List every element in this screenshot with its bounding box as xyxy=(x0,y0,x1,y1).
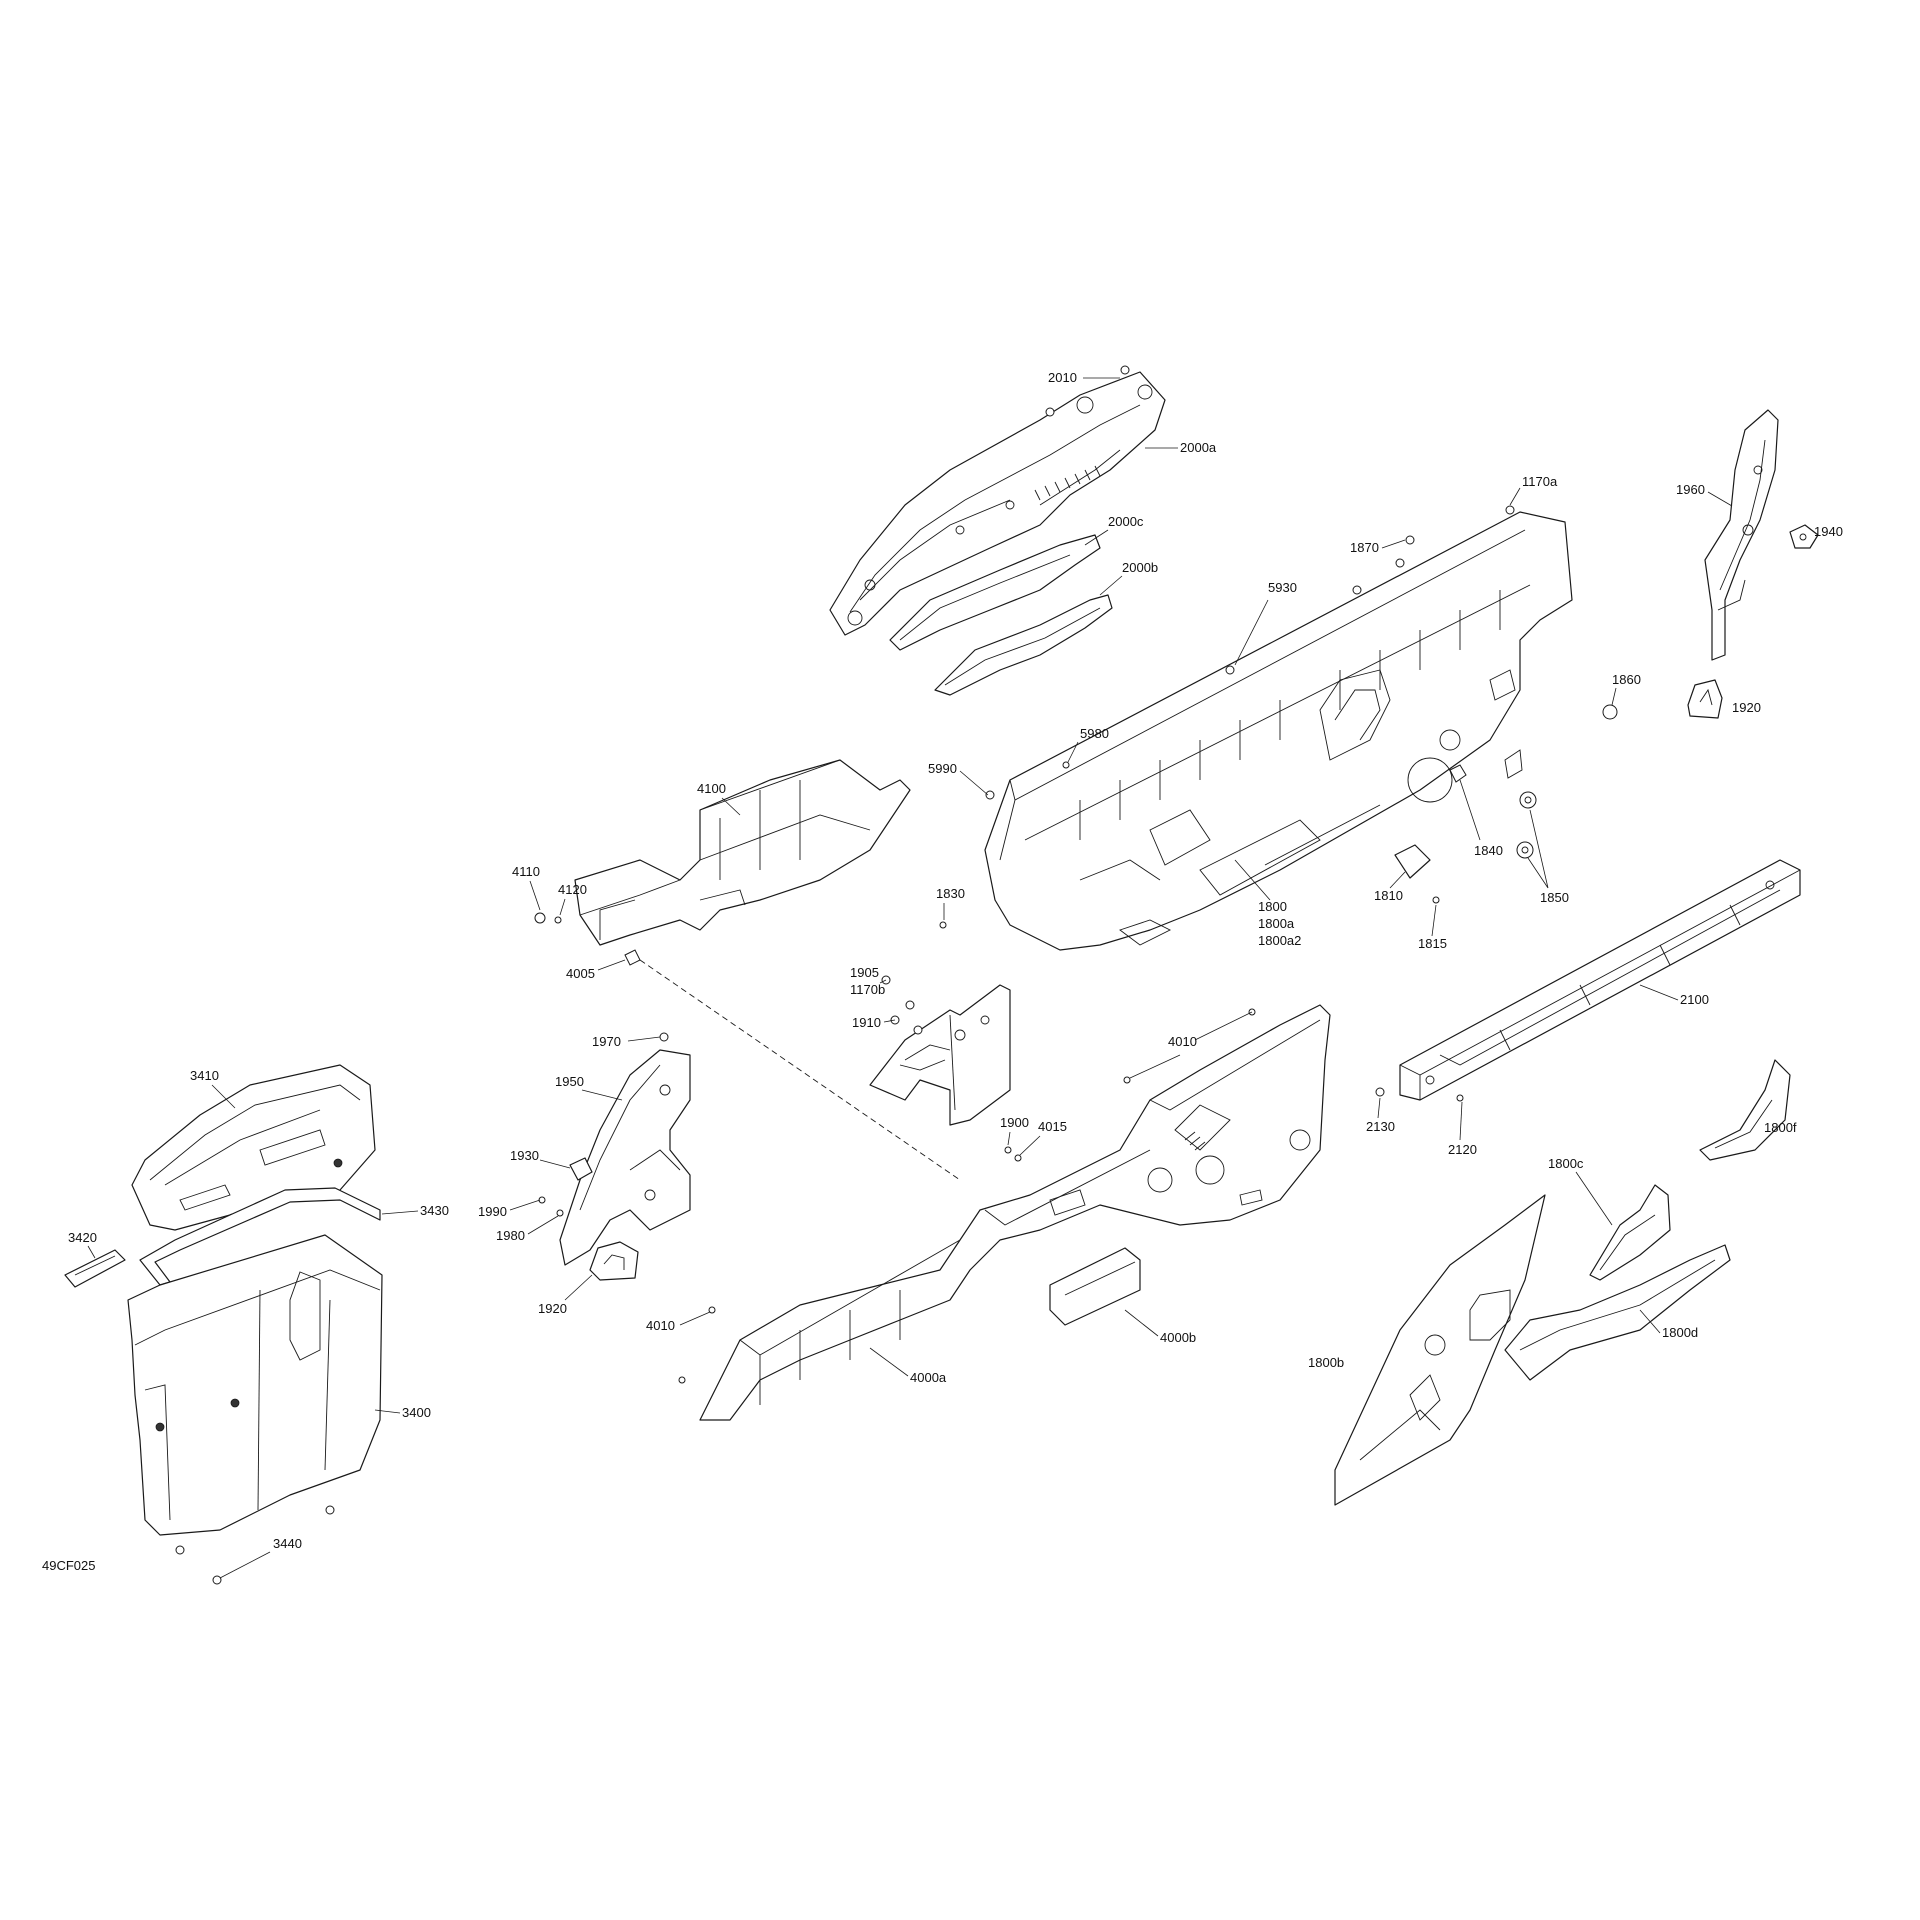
callout-1960: 1960 xyxy=(1676,482,1705,497)
part-1800-lower-bracket xyxy=(869,984,1011,1126)
assembly-line-4005 xyxy=(639,959,961,1181)
callout-1930: 1930 xyxy=(510,1148,539,1163)
part-1920-left-handle xyxy=(589,1241,639,1281)
fastener-1170a xyxy=(1505,505,1515,515)
part-1800b-panel xyxy=(1334,1194,1546,1506)
callout-3410: 3410 xyxy=(190,1068,219,1083)
part-1810 xyxy=(1394,844,1431,879)
part-1920-right-handle xyxy=(1687,679,1723,719)
callout-1810: 1810 xyxy=(1374,888,1403,903)
callout-2000b: 2000b xyxy=(1122,560,1158,575)
callout-1830: 1830 xyxy=(936,886,965,901)
part-1840 xyxy=(1449,764,1467,783)
callout-1980: 1980 xyxy=(496,1228,525,1243)
callout-1170b: 1170b xyxy=(850,982,885,997)
part-4005-clip xyxy=(624,949,641,966)
fastener-1905-1910 xyxy=(881,975,923,1035)
callout-1970: 1970 xyxy=(592,1034,621,1049)
callout-2130: 2130 xyxy=(1366,1119,1395,1134)
callout-3440: 3440 xyxy=(273,1536,302,1551)
part-2000b-gasket xyxy=(934,594,1113,696)
callout-3420: 3420 xyxy=(68,1230,97,1245)
fastener-5990 xyxy=(985,790,995,800)
callout-5990: 5990 xyxy=(928,761,957,776)
callout-1850: 1850 xyxy=(1540,890,1569,905)
callout-1800b: 1800b xyxy=(1308,1355,1344,1370)
callout-1920-left: 1920 xyxy=(538,1301,567,1316)
callout-1815: 1815 xyxy=(1418,936,1447,951)
part-1950-pillar xyxy=(559,1049,691,1266)
part-2000c-gasket xyxy=(889,534,1101,651)
callout-1990: 1990 xyxy=(478,1204,507,1219)
part-4100-duct xyxy=(574,759,911,946)
part-3420-handle xyxy=(64,1249,126,1288)
callout-2000c: 2000c xyxy=(1108,514,1144,529)
callout-4100: 4100 xyxy=(697,781,726,796)
part-1940 xyxy=(1789,524,1819,549)
callout-1840: 1840 xyxy=(1474,843,1503,858)
part-1860 xyxy=(1602,704,1618,720)
fastener-5930 xyxy=(1225,665,1235,675)
callout-1800c: 1800c xyxy=(1548,1156,1584,1171)
callout-1950: 1950 xyxy=(555,1074,584,1089)
part-1800d-panel xyxy=(1504,1244,1731,1381)
callout-2120: 2120 xyxy=(1448,1142,1477,1157)
callout-4000a: 4000a xyxy=(910,1370,947,1385)
part-2100-rail xyxy=(1399,859,1801,1101)
fastener-2130-2120 xyxy=(1375,1087,1464,1102)
callout-2100: 2100 xyxy=(1680,992,1709,1007)
part-1960-pillar xyxy=(1704,409,1779,661)
callout-1170a: 1170a xyxy=(1522,474,1558,489)
fastener-1990-1980 xyxy=(538,1196,564,1217)
part-3400-box xyxy=(127,1234,383,1536)
part-1800c-panel xyxy=(1589,1184,1671,1281)
callout-2010: 2010 xyxy=(1048,370,1077,385)
callout-4015: 4015 xyxy=(1038,1119,1067,1134)
callout-1910: 1910 xyxy=(852,1015,881,1030)
diagram-code: 49CF025 xyxy=(42,1558,95,1573)
callout-1905: 1905 xyxy=(850,965,879,980)
part-1970 xyxy=(659,1032,669,1042)
callout-1800f: 1800f xyxy=(1764,1120,1797,1135)
part-1850-bumpers xyxy=(1516,791,1537,859)
part-3430-seal xyxy=(139,1187,381,1286)
callout-4005: 4005 xyxy=(566,966,595,981)
callout-4010-bottom: 4010 xyxy=(646,1318,675,1333)
fastener-4110-4120 xyxy=(534,912,562,924)
callout-5930: 5930 xyxy=(1268,580,1297,595)
callout-1900: 1900 xyxy=(1000,1115,1029,1130)
part-2000a-panel xyxy=(829,371,1166,636)
callout-4000b: 4000b xyxy=(1160,1330,1196,1345)
callout-2000a: 2000a xyxy=(1180,440,1217,455)
fastener-1815 xyxy=(1432,896,1440,904)
callout-1800: 1800 xyxy=(1258,899,1287,914)
callout-1860: 1860 xyxy=(1612,672,1641,687)
callout-4010-top: 4010 xyxy=(1168,1034,1197,1049)
part-4000b xyxy=(1049,1247,1141,1326)
fastener-2010 xyxy=(1045,365,1130,417)
part-4000a-lower-frame xyxy=(699,1004,1331,1421)
callout-1940: 1940 xyxy=(1814,524,1843,539)
callout-1870: 1870 xyxy=(1350,540,1379,555)
fastener-5980 xyxy=(1062,761,1070,769)
callout-5980: 5980 xyxy=(1080,726,1109,741)
part-1800f-panel xyxy=(1699,1059,1791,1161)
callout-3400: 3400 xyxy=(402,1405,431,1420)
callout-4110: 4110 xyxy=(512,864,540,879)
fastener-4010-4015-1900 xyxy=(678,1008,1256,1384)
fastener-1830 xyxy=(939,921,947,929)
callout-1800a2: 1800a2 xyxy=(1258,933,1301,948)
callout-3430: 3430 xyxy=(420,1203,449,1218)
part-1800-main-frame xyxy=(984,511,1573,951)
fastener-3440 xyxy=(175,1505,335,1585)
callout-1920-right: 1920 xyxy=(1732,700,1761,715)
callout-1800d: 1800d xyxy=(1662,1325,1698,1340)
part-1930 xyxy=(569,1157,593,1181)
fastener-1870 xyxy=(1352,535,1415,595)
callout-1800a: 1800a xyxy=(1258,916,1295,931)
callout-4120: 4120 xyxy=(558,882,587,897)
